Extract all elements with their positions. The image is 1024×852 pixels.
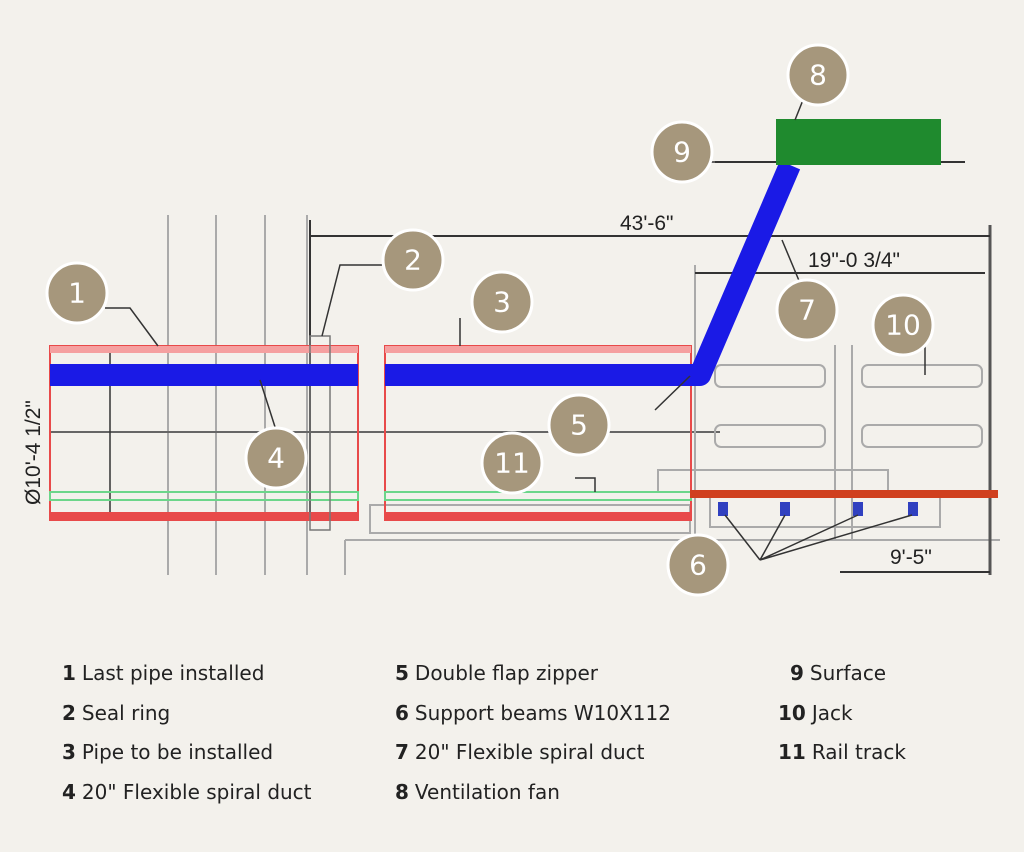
callout-5: 5 (547, 393, 611, 457)
svg-text:9: 9 (673, 136, 691, 169)
callout-7: 7 (775, 278, 839, 342)
svg-text:1: 1 (68, 277, 86, 310)
callout-6: 6 (666, 533, 730, 597)
tunnel-diagram: 43'-6" 19"-0 3/4" 9'-5" Ø10'-4 1/2" 1 2 … (22, 43, 1000, 597)
callout-1: 1 (45, 261, 109, 325)
callout-10: 10 (871, 293, 935, 357)
dim-beam-spacing: 9'-5" (890, 546, 932, 569)
flexible-duct-right (385, 160, 801, 386)
svg-text:4: 4 (267, 442, 285, 475)
dim-partial-length: 19"-0 3/4" (808, 249, 900, 272)
callout-11: 11 (480, 431, 544, 495)
callout-3: 3 (470, 270, 534, 334)
svg-text:11: 11 (494, 447, 530, 480)
support-beams (718, 502, 918, 516)
callout-9: 9 (650, 120, 714, 184)
svg-text:8: 8 (809, 59, 827, 92)
last-pipe-installed (49, 345, 359, 521)
callout-4: 4 (244, 426, 308, 490)
ventilation-fan (776, 119, 941, 165)
svg-text:6: 6 (689, 549, 707, 582)
flexible-duct-left (50, 364, 358, 386)
seal-ring (309, 335, 331, 531)
svg-text:10: 10 (885, 309, 921, 342)
svg-text:5: 5 (570, 409, 588, 442)
dim-overall-length: 43'-6" (620, 212, 674, 235)
svg-text:3: 3 (493, 286, 511, 319)
callout-8: 8 (786, 43, 850, 107)
svg-text:7: 7 (798, 294, 816, 327)
rail-track (690, 490, 998, 498)
svg-text:2: 2 (404, 244, 422, 277)
dim-diameter: Ø10'-4 1/2" (22, 400, 45, 505)
callout-2: 2 (381, 228, 445, 292)
